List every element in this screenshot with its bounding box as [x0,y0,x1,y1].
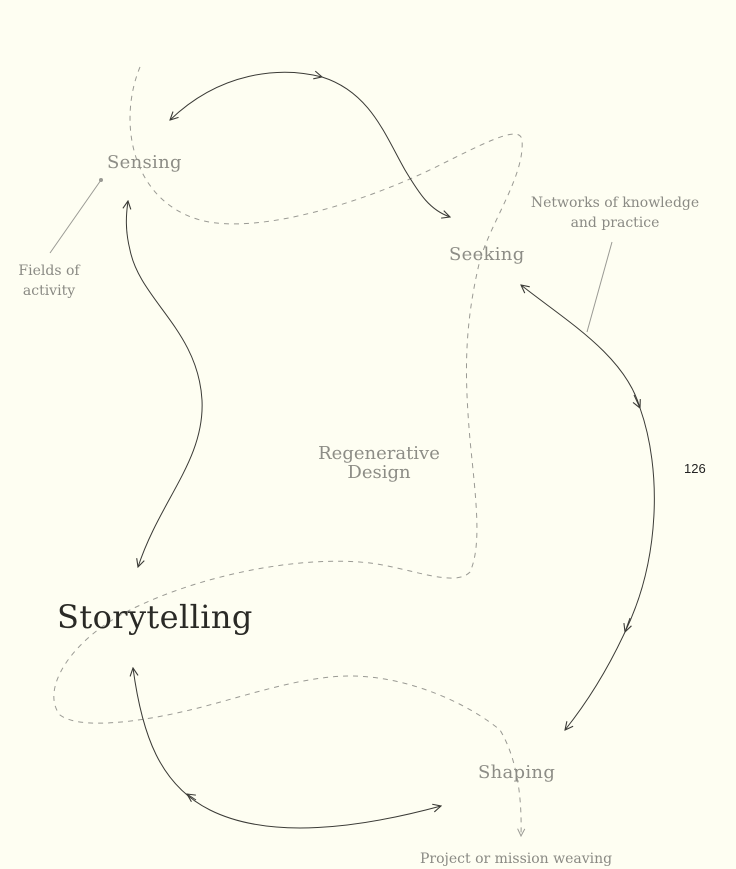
arrow-bottom-tick [187,794,197,800]
node-shaping: Shaping [478,762,556,783]
leader-networks [586,241,613,333]
leader-dot [99,178,103,182]
dashed-boundary-top [53,66,522,836]
arrow-mid-tick-1 [634,394,640,408]
arrow-seeking-to-shaping [521,285,655,730]
arrow-sensing-top-loop [170,72,322,120]
arrow-mid-tick-2 [625,617,630,632]
arrow-shaping-to-storytelling [133,668,441,829]
node-sensing: Sensing [107,152,182,173]
note-project-weaving: Project or mission weaving [420,851,613,867]
node-storytelling: Storytelling [57,598,253,636]
note-fields-of-activity: Fields of activity [18,263,80,299]
arrow-storytelling-to-sensing [126,201,203,567]
arrow-to-seeking [321,76,450,217]
node-seeking: Seeking [449,244,525,265]
leader-fields-of-activity [49,179,102,254]
page-number: 126 [684,461,706,476]
center-label: Regenerative Design [318,443,440,483]
note-networks: Networks of knowledge and practice [530,195,700,231]
